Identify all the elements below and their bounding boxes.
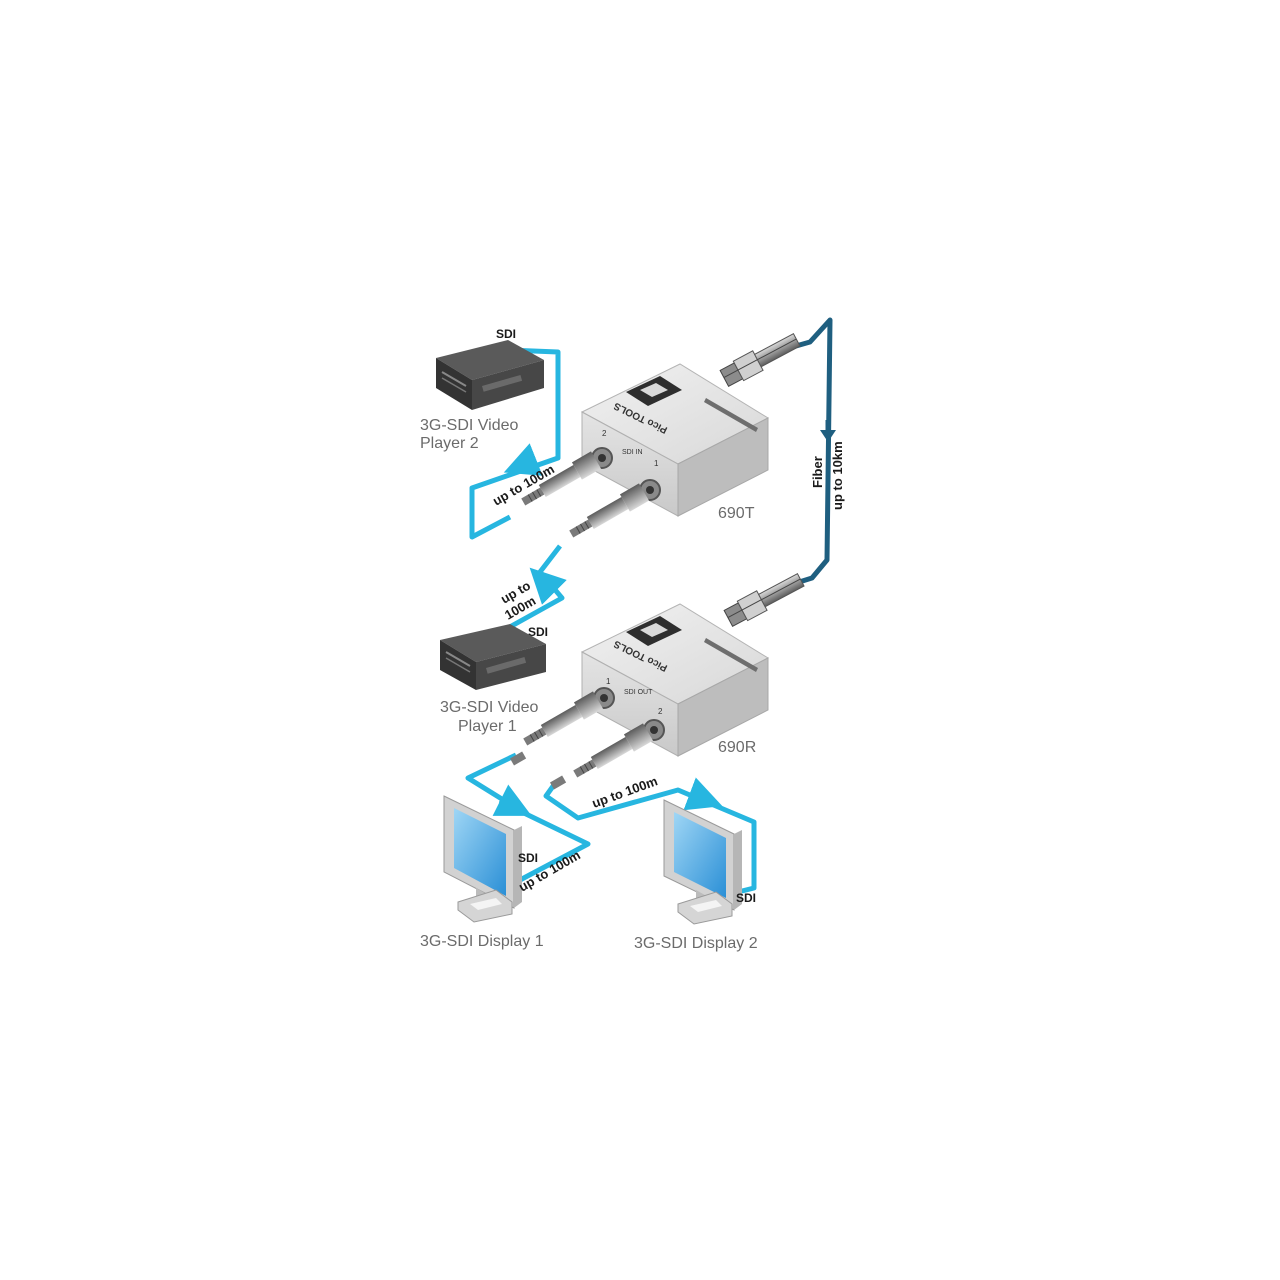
player2-label-line2: Player 2 (420, 435, 479, 452)
rx-port-label: SDI OUT (624, 689, 653, 696)
display-2 (663, 799, 742, 925)
bnc-connector-display1 (510, 751, 527, 766)
kramer-logo (626, 376, 682, 406)
player1-label-line1: 3G-SDI Video (440, 699, 539, 716)
display1-label: 3G-SDI Display 1 (420, 933, 544, 950)
fiber-connector-tx (719, 333, 801, 388)
flow-arrow-player2 (503, 443, 543, 476)
sdi-label-player1: SDI (528, 625, 548, 639)
video-player-2 (436, 340, 544, 410)
bnc-connector-display2 (550, 775, 567, 790)
sdi-cable-display2 (543, 780, 757, 895)
fiber-cable (774, 317, 833, 591)
tx-port-label: SDI IN (622, 449, 643, 456)
bnc-connector-rx-out1 (523, 691, 603, 746)
transmitter-690t: Pico TOOLS SDI IN 2 1 (580, 363, 770, 517)
kramer-logo-rx (626, 616, 682, 646)
fiber-label-line1: Fiber (810, 456, 825, 488)
sdi-label-player2: SDI (496, 327, 516, 341)
rx-port-1: 1 (606, 677, 611, 686)
receiver-model-label: 690R (718, 739, 756, 756)
flow-arrow-display2 (683, 777, 723, 811)
video-player-1 (440, 624, 546, 690)
transmitter-model-label: 690T (718, 505, 755, 522)
display2-label: 3G-SDI Display 2 (634, 935, 758, 952)
fiber-label-line2: up to 10km (830, 441, 845, 510)
player2-label-line1: 3G-SDI Video (420, 417, 519, 434)
tx-port-2: 2 (602, 429, 607, 438)
bnc-connector-tx-in2 (521, 451, 601, 506)
player1-label-line2: Player 1 (458, 718, 517, 735)
flow-arrow-display1 (492, 784, 532, 816)
display-1 (443, 795, 522, 923)
sdi-label-display1: SDI (518, 851, 538, 865)
bnc-connector-rx-out2 (573, 723, 653, 778)
fiber-connector-rx (723, 573, 805, 628)
flow-arrow-player1 (529, 567, 567, 605)
tx-port-1: 1 (654, 459, 659, 468)
bnc-connector-tx-in1 (569, 483, 649, 538)
rx-port-2: 2 (658, 707, 663, 716)
sdi-label-display2: SDI (736, 891, 756, 905)
receiver-690r: Pico TOOLS SDI OUT 1 2 (580, 603, 770, 757)
